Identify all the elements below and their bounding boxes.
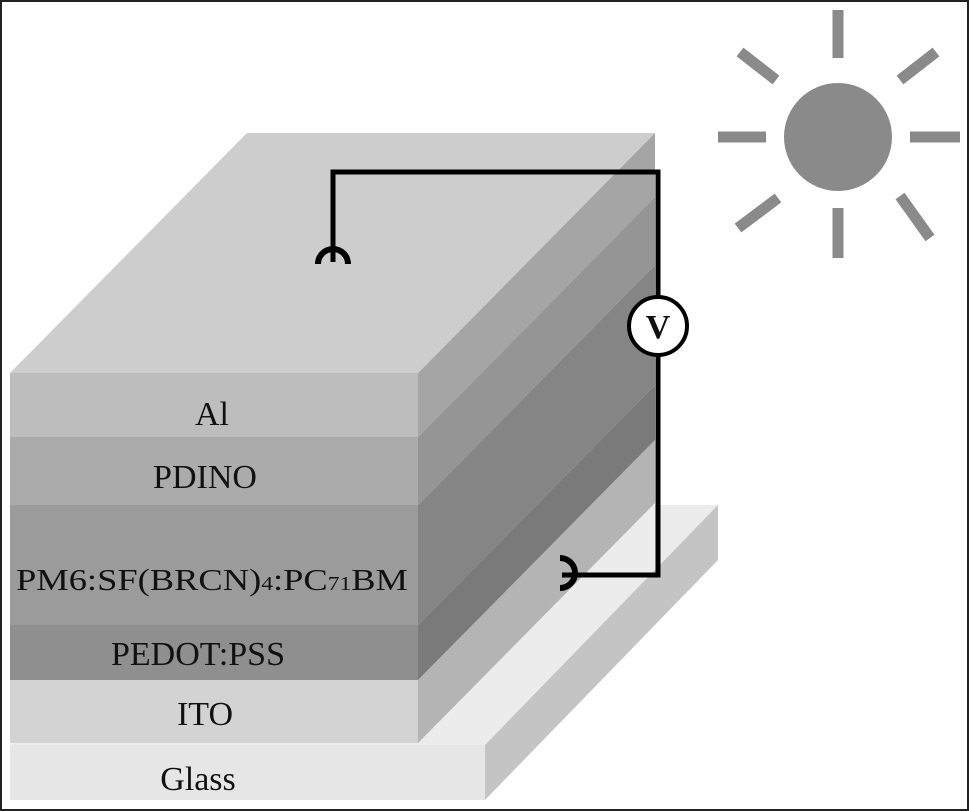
top-electrode-contact: [315, 246, 351, 265]
circuit-wire: [315, 169, 661, 591]
ito-front-face: [10, 680, 418, 743]
layer-label-pedot: PEDOT:PSS: [111, 636, 285, 673]
sun-ray-nw: [736, 47, 780, 85]
layer-label-glass: Glass: [160, 761, 236, 798]
glass-front-face: [10, 745, 485, 800]
sun-disc: [784, 83, 892, 191]
wire-lower: [562, 354, 661, 578]
voltmeter: V: [627, 295, 689, 357]
al-front-face: [10, 373, 418, 437]
voltmeter-label: V: [646, 309, 671, 346]
sun-icon: [718, 10, 960, 258]
pdino-side-face: [418, 197, 655, 505]
sun-rays: [718, 10, 960, 258]
pedot-side-face: [418, 385, 655, 680]
stack-front: [10, 373, 418, 743]
al-side-face: [418, 133, 655, 437]
sun-ray-sw: [734, 193, 782, 233]
layer-label-ito: ITO: [177, 696, 233, 733]
voltmeter-circle: [627, 295, 689, 357]
pdino-front-face: [10, 437, 418, 505]
active-label-part-2: :PC: [273, 562, 328, 597]
active-label-sub-1: 4: [261, 573, 273, 595]
active-label-part-3: BM: [351, 562, 408, 597]
wire-upper: [330, 169, 661, 298]
active-label-part-1: PM6:SF(BRCN): [16, 562, 261, 597]
active-label-sub-2: 71: [328, 573, 352, 595]
ito-side-face: [418, 440, 655, 743]
pedot-front-face: [10, 625, 418, 680]
glass-side-face: [485, 505, 718, 800]
sun-ray-se: [895, 192, 935, 242]
sun-ray-ne: [896, 47, 940, 85]
layer-label-al: Al: [195, 396, 229, 433]
stack-side: [418, 133, 655, 743]
active-side-face: [418, 265, 655, 625]
layer-label-pdino: PDINO: [153, 459, 257, 496]
active-front-face: [10, 505, 418, 625]
bottom-electrode-contact: [559, 555, 578, 591]
